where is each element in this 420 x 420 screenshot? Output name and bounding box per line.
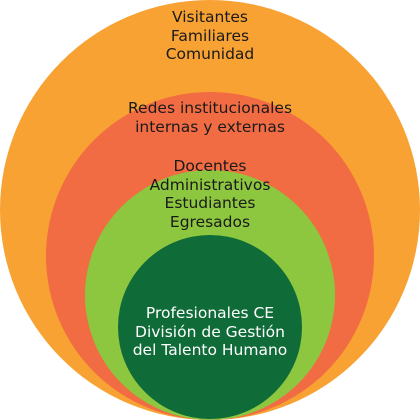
inner-circle-line: Profesionales CE (145, 304, 275, 322)
third-ring-line: Estudiantes (164, 194, 256, 212)
third-ring-label: Docentes Administrativos Estudiantes Egr… (0, 157, 420, 231)
inner-circle-line: del Talento Humano (132, 341, 288, 359)
inner-circle-line: División de Gestión (135, 322, 285, 341)
outer-ring-line: Familiares (170, 26, 250, 45)
inner-circle (118, 235, 302, 419)
second-ring-line: Redes institucionales (127, 99, 293, 117)
second-ring-label: Redes institucionales internas y externa… (0, 99, 420, 136)
second-ring-line: internas y externas (135, 117, 285, 136)
outer-ring-line: Comunidad (165, 45, 255, 63)
inner-circle-label: Profesionales CE División de Gestión del… (0, 304, 420, 360)
outer-ring-label: Visitantes Familiares Comunidad (0, 8, 420, 64)
third-ring-line: Docentes (173, 157, 247, 175)
third-ring-line: Egresados (169, 212, 251, 231)
outer-ring-line: Visitantes (171, 8, 249, 26)
third-ring-line: Administrativos (149, 175, 271, 194)
